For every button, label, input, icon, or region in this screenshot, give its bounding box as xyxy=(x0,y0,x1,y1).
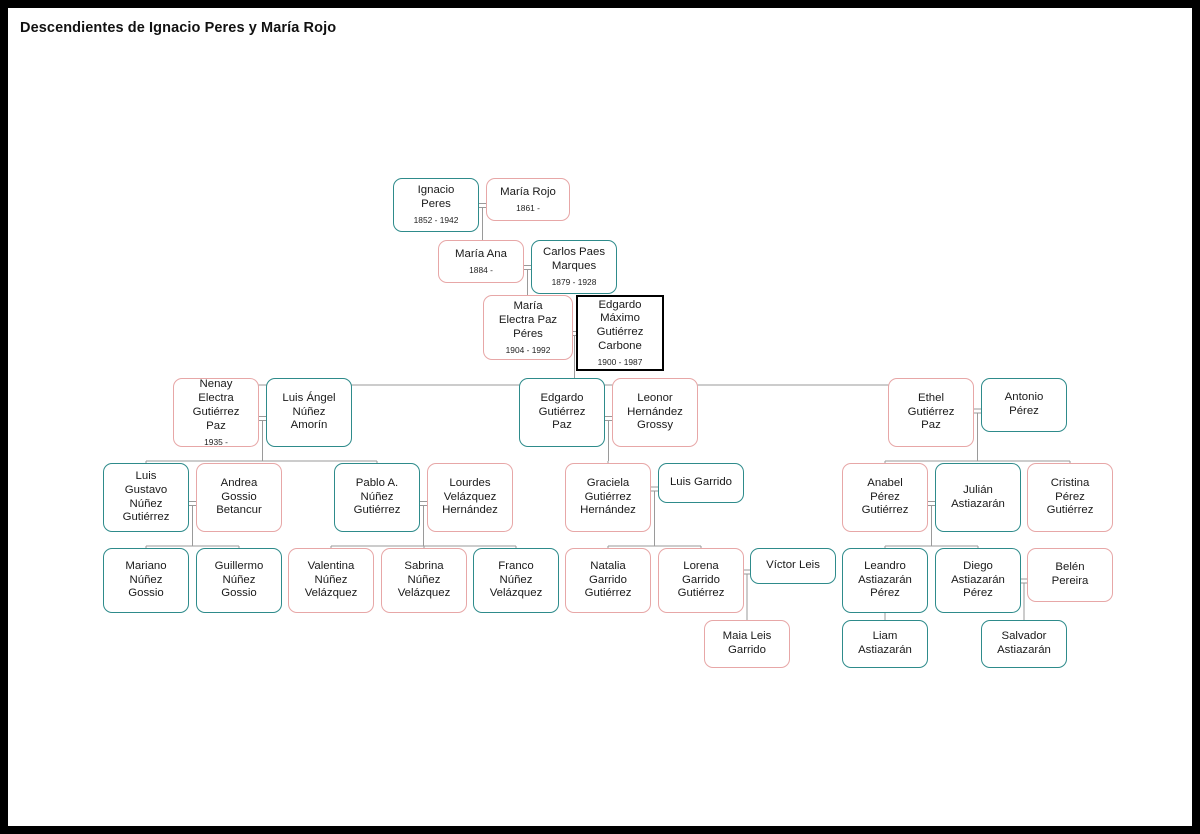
person-name: Lorena Garrido Gutiérrez xyxy=(677,559,725,600)
person-name: Víctor Leis xyxy=(766,559,820,572)
person-name: Cristina Pérez Gutiérrez xyxy=(1046,476,1094,517)
person-name: Belén Pereira xyxy=(1051,561,1089,587)
person-node[interactable]: Nenay Electra Gutiérrez Paz 1935 - xyxy=(173,378,259,447)
person-name: Franco Núñez Velázquez xyxy=(489,559,543,600)
person-node[interactable]: Julián Astiazarán xyxy=(935,463,1021,532)
person-name: Natalia Garrido Gutiérrez xyxy=(584,559,632,600)
family-tree[interactable]: Ignacio Peres 1852 - 1942 María Rojo 1861 -… xyxy=(8,8,1192,826)
person-node[interactable]: Luis Gustavo Núñez Gutiérrez xyxy=(103,463,189,532)
person-node[interactable]: Ethel Gutiérrez Paz xyxy=(888,378,974,447)
person-node[interactable]: Valentina Núñez Velázquez xyxy=(288,548,374,613)
person-dates: 1900 - 1987 xyxy=(597,357,643,368)
person-name: Ethel Gutiérrez Paz xyxy=(907,391,955,432)
person-name: Mariano Núñez Gossio xyxy=(125,559,167,600)
person-name: Liam Astiazarán xyxy=(858,630,912,656)
person-node[interactable]: Cristina Pérez Gutiérrez xyxy=(1027,463,1113,532)
person-name: Diego Astiazarán Pérez xyxy=(951,559,1005,600)
person-name: Pablo A. Núñez Gutiérrez xyxy=(353,476,401,517)
person-name: Andrea Gossio Betancur xyxy=(216,476,262,517)
person-node[interactable]: Franco Núñez Velázquez xyxy=(473,548,559,613)
person-name: Carlos Paes Marques xyxy=(542,246,606,273)
person-node[interactable]: Antonio Pérez xyxy=(981,378,1067,432)
chart-canvas[interactable]: Descendientes de Ignacio Peres y María R… xyxy=(8,8,1192,826)
person-dates: 1861 - xyxy=(516,202,540,213)
person-dates: 1879 - 1928 xyxy=(551,277,597,288)
person-name: Ignacio Peres xyxy=(417,184,455,211)
person-node[interactable]: Graciela Gutiérrez Hernández xyxy=(565,463,651,532)
person-node[interactable]: Belén Pereira xyxy=(1027,548,1113,602)
person-node[interactable]: María Electra Paz Péres 1904 - 1992 xyxy=(483,295,573,360)
person-node[interactable]: Víctor Leis xyxy=(750,548,836,584)
person-dates: 1884 - xyxy=(469,264,493,275)
person-name: Sabrina Núñez Velázquez xyxy=(397,559,451,600)
person-name: María Ana xyxy=(455,247,507,260)
person-name: Leandro Astiazarán Pérez xyxy=(858,559,912,600)
person-name: Anabel Pérez Gutiérrez xyxy=(861,476,909,517)
person-name: Nenay Electra Gutiérrez Paz xyxy=(192,378,240,432)
person-name: Valentina Núñez Velázquez xyxy=(304,559,358,600)
person-node[interactable]: Mariano Núñez Gossio xyxy=(103,548,189,613)
person-dates: 1935 - xyxy=(204,436,228,447)
person-name: Graciela Gutiérrez Hernández xyxy=(580,476,636,517)
person-node[interactable]: Andrea Gossio Betancur xyxy=(196,463,282,532)
person-name: Edgardo Máximo Gutiérrez Carbone xyxy=(596,298,644,353)
person-node[interactable]: Luis Garrido xyxy=(658,463,744,503)
person-name: Luis Gustavo Núñez Gutiérrez xyxy=(122,469,170,524)
person-name: Maia Leis Garrido xyxy=(722,630,772,656)
person-node[interactable]: Lorena Garrido Gutiérrez xyxy=(658,548,744,613)
person-node[interactable]: Salvador Astiazarán xyxy=(981,620,1067,668)
person-node[interactable]: Leandro Astiazarán Pérez xyxy=(842,548,928,613)
person-node[interactable]: Guillermo Núñez Gossio xyxy=(196,548,282,613)
person-node[interactable]: Natalia Garrido Gutiérrez xyxy=(565,548,651,613)
person-name: Leonor Hernández Grossy xyxy=(627,391,683,432)
person-node[interactable]: Pablo A. Núñez Gutiérrez xyxy=(334,463,420,532)
person-name: Antonio Pérez xyxy=(1004,391,1044,417)
person-name: María Rojo xyxy=(500,185,556,198)
person-node[interactable]: Luis Ángel Núñez Amorín xyxy=(266,378,352,447)
person-node[interactable]: Maia Leis Garrido xyxy=(704,620,790,668)
person-name: Luis Garrido xyxy=(669,476,733,489)
person-node[interactable]: María Ana 1884 - xyxy=(438,240,524,283)
person-node[interactable]: Lourdes Velázquez Hernández xyxy=(427,463,513,532)
page-title: Descendientes de Ignacio Peres y María R… xyxy=(20,20,337,36)
person-dates: 1852 - 1942 xyxy=(413,215,459,226)
person-name: Julián Astiazarán xyxy=(951,483,1005,510)
person-node[interactable]: Carlos Paes Marques 1879 - 1928 xyxy=(531,240,617,294)
person-node[interactable]: Sabrina Núñez Velázquez xyxy=(381,548,467,613)
person-name: Edgardo Gutiérrez Paz xyxy=(538,391,586,432)
person-node[interactable]: Ignacio Peres 1852 - 1942 xyxy=(393,178,479,232)
person-node[interactable]: Anabel Pérez Gutiérrez xyxy=(842,463,928,532)
person-node[interactable]: María Rojo 1861 - xyxy=(486,178,570,221)
person-node[interactable]: Liam Astiazarán xyxy=(842,620,928,668)
person-dates: 1904 - 1992 xyxy=(505,344,551,355)
person-node[interactable]: Leonor Hernández Grossy xyxy=(612,378,698,447)
person-name: Luis Ángel Núñez Amorín xyxy=(282,391,336,432)
person-name: Guillermo Núñez Gossio xyxy=(214,559,264,600)
person-node[interactable]: Edgardo Máximo Gutiérrez Carbone 1900 - 1… xyxy=(576,295,664,371)
person-node[interactable]: Edgardo Gutiérrez Paz xyxy=(519,378,605,447)
person-name: María Electra Paz Péres xyxy=(498,300,558,340)
person-node[interactable]: Diego Astiazarán Pérez xyxy=(935,548,1021,613)
person-name: Salvador Astiazarán xyxy=(997,630,1051,656)
person-name: Lourdes Velázquez Hernández xyxy=(442,476,498,517)
